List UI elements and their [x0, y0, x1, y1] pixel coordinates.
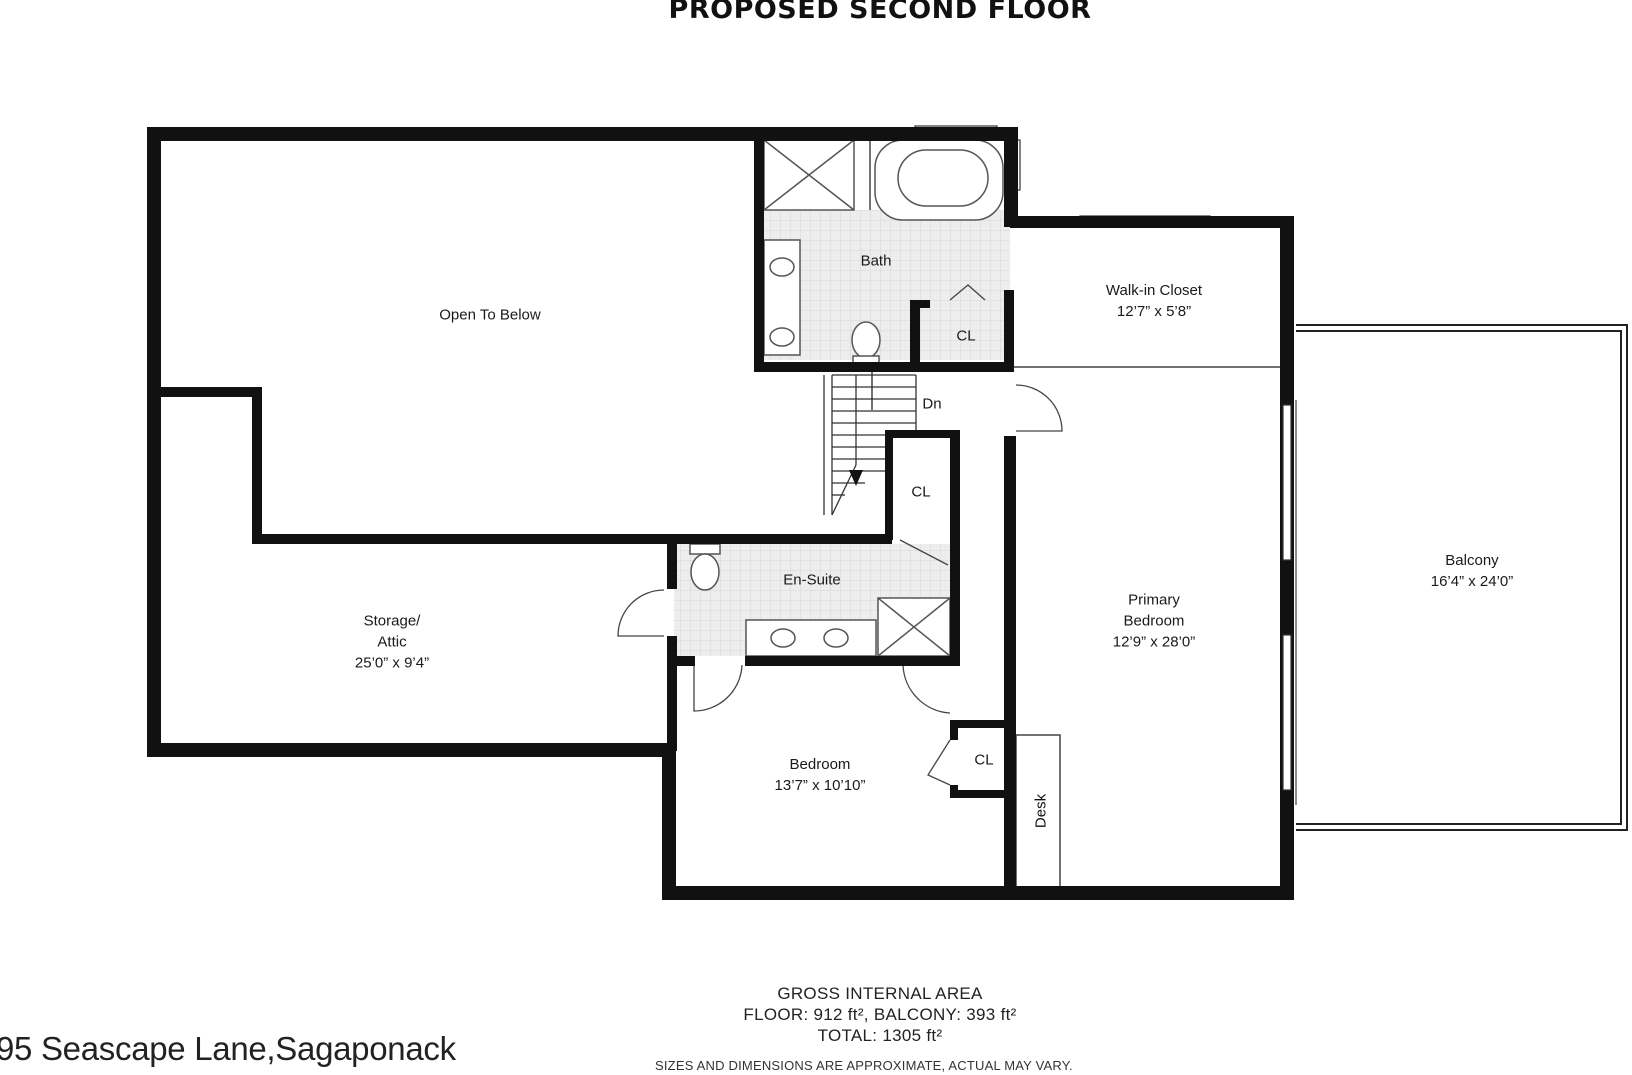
primary-bedroom-label: Primary Bedroom 12’9” x 28’0” [1113, 590, 1196, 653]
stairs-down-text: Dn [922, 395, 942, 413]
bath-name: Bath [860, 252, 892, 270]
bath-closet-name: CL [956, 327, 976, 345]
bath-label: Bath [861, 251, 892, 272]
desk-label: Desk [1033, 794, 1050, 828]
storage-name-line2: Attic [377, 633, 407, 651]
gross-internal-area: GROSS INTERNAL AREA FLOOR: 912 ft², BALC… [650, 983, 1110, 1046]
open-to-below-name: Open To Below [439, 306, 541, 324]
storage-label: Storage/ Attic 25’0” x 9’4” [355, 611, 429, 674]
gross-area-heading: GROSS INTERNAL AREA [777, 984, 983, 1003]
disclaimer-text: SIZES AND DIMENSIONS ARE APPROXIMATE, AC… [655, 1058, 1073, 1073]
primary-bedroom-name-line2: Bedroom [1123, 612, 1185, 630]
walls [147, 127, 1294, 900]
ensuite-fixtures [689, 543, 951, 657]
desk-name: Desk [1032, 793, 1050, 829]
stairs-label: Dn [922, 394, 941, 415]
staircase [823, 374, 917, 516]
en-suite-label: En-Suite [783, 570, 841, 591]
bedroom-label: Bedroom 13’7” x 10’10” [775, 754, 866, 796]
balcony-label: Balcony 16’4” x 24’0” [1431, 550, 1514, 592]
bedroom-name: Bedroom [789, 756, 851, 773]
walk-in-closet-label: Walk-in Closet 12’7” x 5’8” [1106, 280, 1202, 322]
storage-name-line1: Storage/ [363, 612, 421, 630]
property-address: 95 Seascape Lane,Sagaponack [0, 1030, 456, 1067]
walk-in-closet-name: Walk-in Closet [1105, 282, 1203, 299]
balcony-name: Balcony [1445, 552, 1499, 569]
balcony-dims: 16’4” x 24’0” [1430, 573, 1514, 590]
side-windows [1282, 404, 1292, 791]
bath-closet-label: CL [956, 326, 975, 347]
bath-fixtures [763, 139, 1004, 367]
primary-bedroom-dims: 12’9” x 28’0” [1112, 633, 1196, 651]
primary-bedroom-name-line1: Primary [1128, 591, 1180, 609]
hall-closet-label: CL [911, 482, 930, 503]
en-suite-name: En-Suite [783, 571, 841, 589]
door-swings [617, 284, 1063, 786]
bedroom-closet-name: CL [974, 751, 994, 769]
bedroom-closet-label: CL [974, 750, 993, 771]
open-to-below-label: Open To Below [439, 305, 540, 326]
gross-area-total: TOTAL: 1305 ft² [817, 1026, 943, 1045]
bedroom-dims: 13’7” x 10’10” [774, 777, 866, 794]
bath-tile-floor [764, 210, 1010, 360]
hall-closet-name: CL [911, 483, 931, 501]
walk-in-closet-dims: 12’7” x 5’8” [1116, 303, 1192, 320]
plan-title: PROPOSED SECOND FLOOR [668, 0, 1092, 25]
gross-area-floor-balcony: FLOOR: 912 ft², BALCONY: 393 ft² [743, 1005, 1017, 1024]
storage-dims: 25’0” x 9’4” [354, 654, 430, 672]
